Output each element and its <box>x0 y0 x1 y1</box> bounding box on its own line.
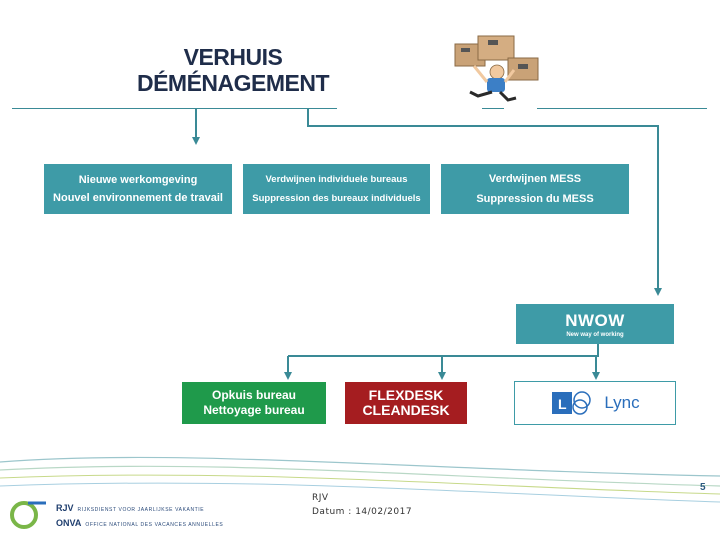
title-divider-left <box>12 108 337 109</box>
box-office-cleanup: Opkuis bureau Nettoyage bureau <box>182 382 326 424</box>
box-label-nl: Nieuwe werkomgeving <box>78 174 198 186</box>
box-remove-mess: Verdwijnen MESS Suppression du MESS <box>441 164 629 214</box>
box-remove-individual-offices: Verdwijnen individuele bureaus Suppressi… <box>243 164 430 214</box>
logo-onva: ONVA <box>56 518 82 528</box>
box-label-fr: Suppression du MESS <box>476 193 594 205</box>
nwow-title: NWOW <box>565 310 625 330</box>
box-flexdesk-cleandesk: FLEXDESK CLEANDESK <box>345 382 467 424</box>
rjv-onva-logo-icon <box>10 501 46 529</box>
box-label-fr: Suppression des bureaux individuels <box>252 193 421 204</box>
lync-logo-icon: L <box>552 391 592 415</box>
running-person-icon <box>469 64 517 102</box>
footer-org: RJV <box>312 493 329 503</box>
box-label-nl: Verdwijnen individuele bureaus <box>265 174 408 185</box>
svg-text:L: L <box>558 396 567 412</box>
page-number: 5 <box>700 482 706 493</box>
box-new-work-environment: Nieuwe werkomgeving Nouvel environnement… <box>44 164 232 214</box>
logo-rjv-text: RIJKSDIENST VOOR JAARLIJKSE VAKANTIE <box>77 507 205 513</box>
page-title: VERHUIS DÉMÉNAGEMENT <box>118 44 348 96</box>
box-label-nl: Verdwijnen MESS <box>488 173 582 185</box>
title-divider-right <box>537 108 707 109</box>
footer-date: Datum : 14/02/2017 <box>312 507 413 517</box>
flexdesk-line-1: FLEXDESK <box>368 387 444 403</box>
box-label-fr: Nouvel environnement de travail <box>53 192 223 204</box>
box-label-nl: Opkuis bureau <box>211 388 297 402</box>
box-lync: L Lync <box>514 381 676 425</box>
box-label-fr: Nettoyage bureau <box>203 403 305 417</box>
flexdesk-line-2: CLEANDESK <box>362 402 450 418</box>
title-line-1: VERHUIS <box>183 44 283 70</box>
title-divider-mid <box>482 108 504 109</box>
cardboard-boxes-icon <box>454 35 539 81</box>
title-line-2: DÉMÉNAGEMENT <box>136 70 330 96</box>
lync-label: Lync <box>604 393 640 412</box>
nwow-subtitle: New way of working <box>566 331 624 338</box>
logo-onva-text: OFFICE NATIONAL DES VACANCES ANNUELLES <box>85 522 224 528</box>
logo-rjv: RJV <box>56 503 74 513</box>
box-nwow: NWOW New way of working <box>516 304 674 344</box>
nwow-stem <box>288 344 599 357</box>
